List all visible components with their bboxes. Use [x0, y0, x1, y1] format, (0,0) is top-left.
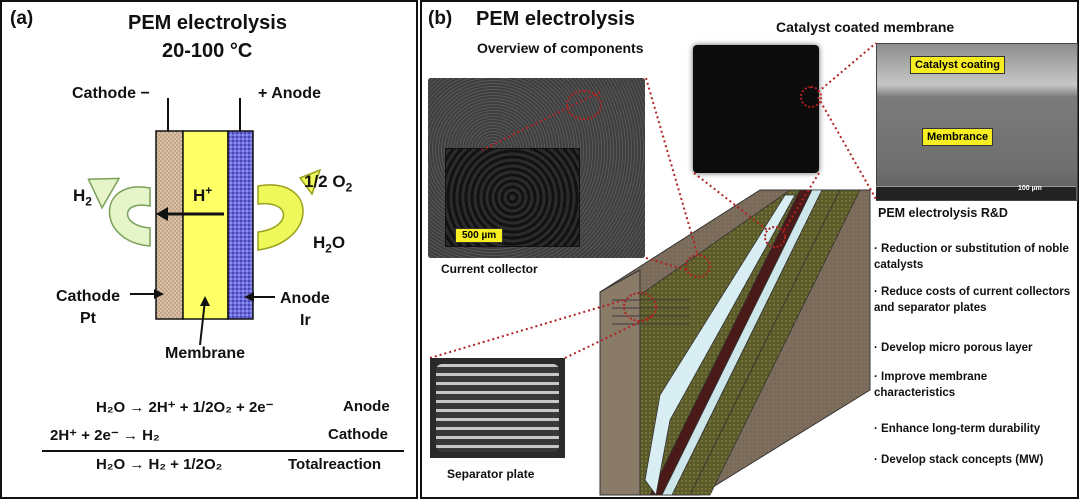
- rd-item-4-text: Improve membrane characteristics: [874, 371, 988, 399]
- equation-anode: H₂O → 2H⁺ + 1/2O₂ + 2e⁻: [96, 399, 274, 416]
- electrolysis-cell-diagram: [87, 98, 322, 346]
- panel-b-title: PEM electrolysis: [476, 8, 635, 30]
- ccm-zoom-circle: [800, 86, 822, 108]
- rd-item-3: · Develop micro porous layer: [874, 342, 1033, 354]
- panel-a-title: PEM electrolysis: [128, 12, 287, 34]
- rd-item-4: · Improve membrane characteristics: [874, 371, 988, 399]
- separator-plate-photo: [430, 358, 565, 458]
- anode-ir-label-1: Anode: [280, 290, 330, 307]
- stack-front-membrane: [644, 194, 796, 496]
- hplus-text: H: [193, 186, 206, 205]
- equation-total: H₂O → H₂ + 1/2O₂: [96, 456, 223, 473]
- sem-scale-label: 100 µm: [1018, 185, 1042, 192]
- rd-title: PEM electrolysis R&D: [878, 206, 1008, 220]
- rd-item-3-text: Develop micro porous layer: [881, 342, 1033, 354]
- h2o-o: O: [331, 233, 346, 252]
- zoom-circle: [566, 90, 602, 120]
- current-collector-label: Current collector: [441, 262, 538, 276]
- h2o-label: H2O: [313, 233, 346, 256]
- panel-b-label: (b): [428, 8, 453, 29]
- o2-curl-arrow: [257, 184, 304, 251]
- equation-total-label: Totalreaction: [288, 456, 382, 473]
- stack-zoom-circle-3: [764, 226, 786, 248]
- rd-item-1: · Reduction or substitution of noble cat…: [874, 243, 1069, 271]
- rd-item-6-text: Develop stack concepts (MW): [881, 454, 1044, 466]
- o2-sub: 2: [345, 180, 353, 195]
- membrane-label: Membrane: [165, 345, 246, 362]
- proton-label: H+: [193, 183, 213, 206]
- h2-label: H2: [73, 186, 92, 209]
- h2o-h: H: [313, 233, 326, 252]
- separator-plate-label: Separator plate: [447, 467, 535, 481]
- rd-item-2-text: Reduce costs of current collectors and s…: [874, 286, 1071, 314]
- sem-info-bar: [876, 186, 1076, 200]
- o2-text: 1/2 O: [304, 172, 346, 191]
- equation-anode-label: Anode: [343, 398, 390, 415]
- anode-layer: [227, 130, 254, 320]
- h2-sub: 2: [85, 194, 92, 209]
- rd-item-1-text: Reduction or substitution of noble catal…: [874, 243, 1069, 271]
- sem-catalyst-label: Catalyst coating: [910, 56, 1005, 74]
- sem-membrane-label: Membrance: [922, 128, 994, 146]
- cathode-pt-label-1: Cathode: [56, 288, 120, 305]
- panel-a-temperature: 20-100 °C: [162, 40, 253, 62]
- current-collector-scale-bar: 500 µm: [455, 228, 504, 243]
- hplus-sup: +: [205, 183, 213, 198]
- ccm-title: Catalyst coated membrane: [776, 19, 955, 35]
- membrane-pointer: [199, 299, 206, 346]
- rd-item-5: · Enhance long-term durability: [874, 423, 1041, 435]
- rd-item-5-text: Enhance long-term durability: [881, 423, 1041, 435]
- separator-channels: [436, 364, 559, 452]
- panel-a-label: (a): [10, 8, 34, 29]
- dotted-connectors: [429, 42, 877, 359]
- membrane-layer: [182, 130, 229, 320]
- o2-label: 1/2 O2: [304, 172, 353, 195]
- equation-cathode: 2H⁺ + 2e⁻ → H₂: [50, 427, 160, 444]
- stack-end-plate-face: [599, 269, 641, 496]
- rd-item-6: · Develop stack concepts (MW): [874, 454, 1044, 466]
- cathode-pt-label-2: Pt: [80, 310, 96, 327]
- equation-cathode-label: Cathode: [328, 426, 388, 443]
- cathode-terminal-label: Cathode −: [72, 85, 150, 102]
- stack-layer-green-3: [689, 189, 861, 496]
- panel-b-subtitle: Overview of components: [477, 40, 644, 56]
- ccm-photo: [693, 45, 819, 173]
- h2-curl-arrow: [108, 186, 151, 247]
- h2-text: H: [73, 186, 86, 205]
- anode-ir-label-2: Ir: [300, 312, 311, 329]
- h2o-sub: 2: [325, 241, 332, 256]
- stack-zoom-circle-1: [623, 292, 657, 322]
- anode-terminal-label: + Anode: [258, 85, 321, 102]
- rd-item-2: · Reduce costs of current collectors and…: [874, 286, 1071, 314]
- stack-zoom-circle-2: [685, 254, 711, 278]
- equation-divider: [42, 450, 404, 452]
